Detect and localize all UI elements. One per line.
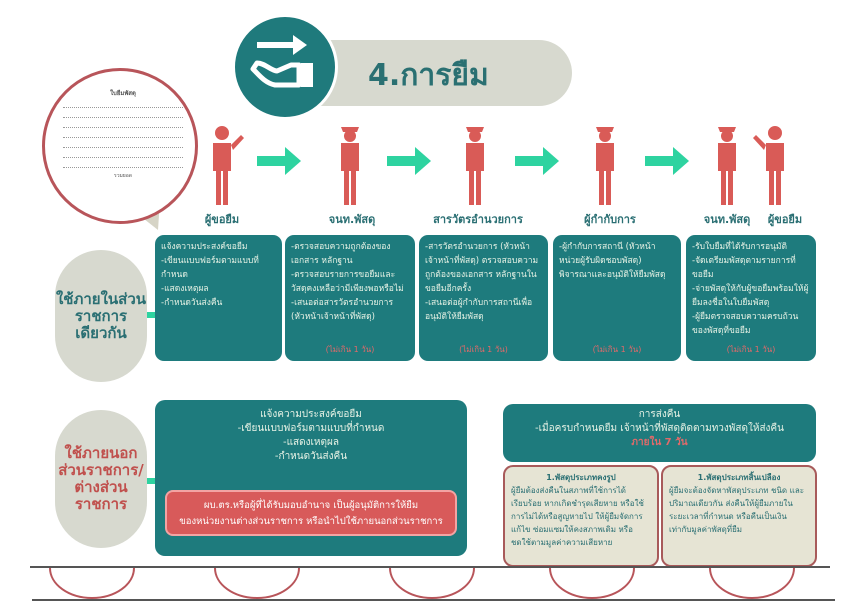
page-title: 4.การยืม — [368, 58, 489, 93]
return-box: การส่งคืน -เมื่อครบกำหนดยืม เจ้าหน้าที่พ… — [503, 404, 816, 462]
time-limit: (ไม่เกิน 1 วัน) — [592, 345, 642, 354]
process-figures — [213, 126, 784, 205]
external-use-label: ใช้ภายนอกส่วนราชการ/ต่างส่วนราชการ — [55, 410, 147, 548]
step-line: -เสนอต่อสารวัตรอำนวยการ (หัวหน้าเจ้าหน้า… — [291, 298, 394, 322]
approval-line: ผบ.ตร.หรือผู้ที่ได้รับมอบอำนาจ เป็นผู้อน… — [203, 500, 419, 511]
approval-box: ผบ.ตร.หรือผู้ที่ได้รับมอบอำนาจ เป็นผู้อน… — [165, 490, 457, 536]
figure-admin-inspector — [466, 127, 484, 205]
request-line: -แสดงเหตุผล — [282, 437, 340, 448]
bottom-decoration — [30, 566, 835, 601]
actor-label: ผู้ขอยืม — [767, 213, 803, 226]
case-durable: 1.พัสดุประเภทคงรูป ผู้ยืมต้องส่งคืนในสภา… — [503, 465, 659, 567]
return-heading: การส่งคืน — [638, 409, 681, 420]
step-line: -จ่ายพัสดุให้กับผู้ขอยืมพร้อมให้ผู้ยืมลง… — [692, 284, 809, 308]
form-total-label: รวมยอด — [114, 173, 132, 179]
step-box: -สารวัตรอำนวยการ (หัวหน้าเจ้าหน้าที่พัสด… — [419, 235, 548, 361]
figure-supply-officer-2 — [718, 127, 736, 205]
step-line: -เขียนแบบฟอร์มตามแบบที่กำหนด — [161, 256, 259, 280]
actor-label: ผู้กำกับการ — [584, 213, 636, 226]
actor-label: ผู้ขอยืม — [204, 213, 240, 226]
step-line: -ตรวจสอบรายการขอยืมและวัสดุคงเหลือว่ามีเ… — [291, 270, 404, 294]
return-deadline: ภายใน 7 วัน — [631, 437, 688, 448]
step-line: -กำหนดวันส่งคืน — [161, 298, 223, 308]
external-request-box: แจ้งความประสงค์ขอยืม -เขียนแบบฟอร์มตามแบ… — [155, 400, 467, 556]
arrow-icon — [515, 147, 559, 175]
arrow-icon — [257, 147, 301, 175]
return-text: -เมื่อครบกำหนดยืม เจ้าหน้าที่พัสดุติดตาม… — [535, 423, 784, 434]
step-line: -ตรวจสอบความถูกต้องของเอกสาร หลักฐาน — [291, 242, 391, 266]
actor-label: จนท.พัสดุ — [328, 213, 376, 226]
step-line: แจ้งความประสงค์ขอยืม — [161, 242, 248, 252]
case-heading: 1.พัสดุประเภทสิ้นเปลือง — [697, 473, 781, 482]
request-line: -กำหนดวันส่งคืน — [274, 451, 348, 462]
borrow-form-magnifier: ใบยืมพัสดุ รวมยอด — [42, 68, 198, 224]
case-text: ผู้ยืมจะต้องจัดหาพัสดุประเภท ชนิด และปริ… — [669, 486, 805, 534]
actor-label: สารวัตรอำนวยการ — [433, 213, 523, 226]
case-consumable: 1.พัสดุประเภทสิ้นเปลือง ผู้ยืมจะต้องจัดห… — [661, 465, 817, 567]
form-heading: ใบยืมพัสดุ — [110, 90, 136, 97]
figure-supply-officer — [341, 127, 359, 205]
actor-label: จนท.พัสดุ — [703, 213, 751, 226]
internal-use-label: ใช้ภายในส่วนราชการเดียวกัน — [55, 250, 147, 382]
arrow-icon — [645, 147, 689, 175]
step-line: -ผู้กำกับการสถานี (หัวหน้าหน่วยผู้รับผิด… — [559, 242, 666, 280]
step-line: -จัดเตรียมพัสดุตามรายการที่ขอยืม — [692, 256, 796, 280]
time-limit: (ไม่เกิน 1 วัน) — [459, 345, 508, 354]
time-limit: (ไม่เกิน 1 วัน) — [325, 345, 375, 354]
case-text: ผู้ยืมต้องส่งคืนในสภาพที่ใช้การได้เรียบร… — [511, 486, 644, 547]
time-limit: (ไม่เกิน 1 วัน) — [726, 345, 776, 354]
approval-line: ของหน่วยงานต่างส่วนราชการ หรือนำไปใช้ภาย… — [179, 516, 443, 527]
step-box: -ผู้กำกับการสถานี (หัวหน้าหน่วยผู้รับผิด… — [553, 235, 681, 361]
step-box: แจ้งความประสงค์ขอยืม -เขียนแบบฟอร์มตามแบบ… — [155, 235, 282, 361]
figure-borrower-2 — [766, 126, 784, 205]
figure-borrower — [213, 126, 231, 205]
case-heading: 1.พัสดุประเภทคงรูป — [546, 473, 616, 482]
step-box: -ตรวจสอบความถูกต้องของเอกสาร หลักฐาน -ตรว… — [285, 235, 415, 361]
step-line: -สารวัตรอำนวยการ (หัวหน้าเจ้าหน้าที่พัสด… — [425, 242, 539, 294]
lending-hand-icon — [232, 14, 338, 120]
step-line: -แสดงเหตุผล — [161, 284, 209, 294]
step-line: -รับใบยืมที่ได้รับการอนุมัติ — [692, 242, 788, 252]
request-line: -เขียนแบบฟอร์มตามแบบที่กำหนด — [237, 423, 385, 434]
step-line: -ผู้ยืมตรวจสอบความครบถ้วนของพัสดุที่ขอยื… — [692, 312, 799, 336]
arrow-icon — [387, 147, 431, 175]
figure-superintendent — [596, 127, 614, 205]
step-box: -รับใบยืมที่ได้รับการอนุมัติ -จัดเตรียมพั… — [686, 235, 816, 361]
step-line: -เสนอต่อผู้กำกับการสถานีเพื่ออนุมัติให้ย… — [425, 298, 533, 322]
request-line: แจ้งความประสงค์ขอยืม — [260, 409, 362, 420]
